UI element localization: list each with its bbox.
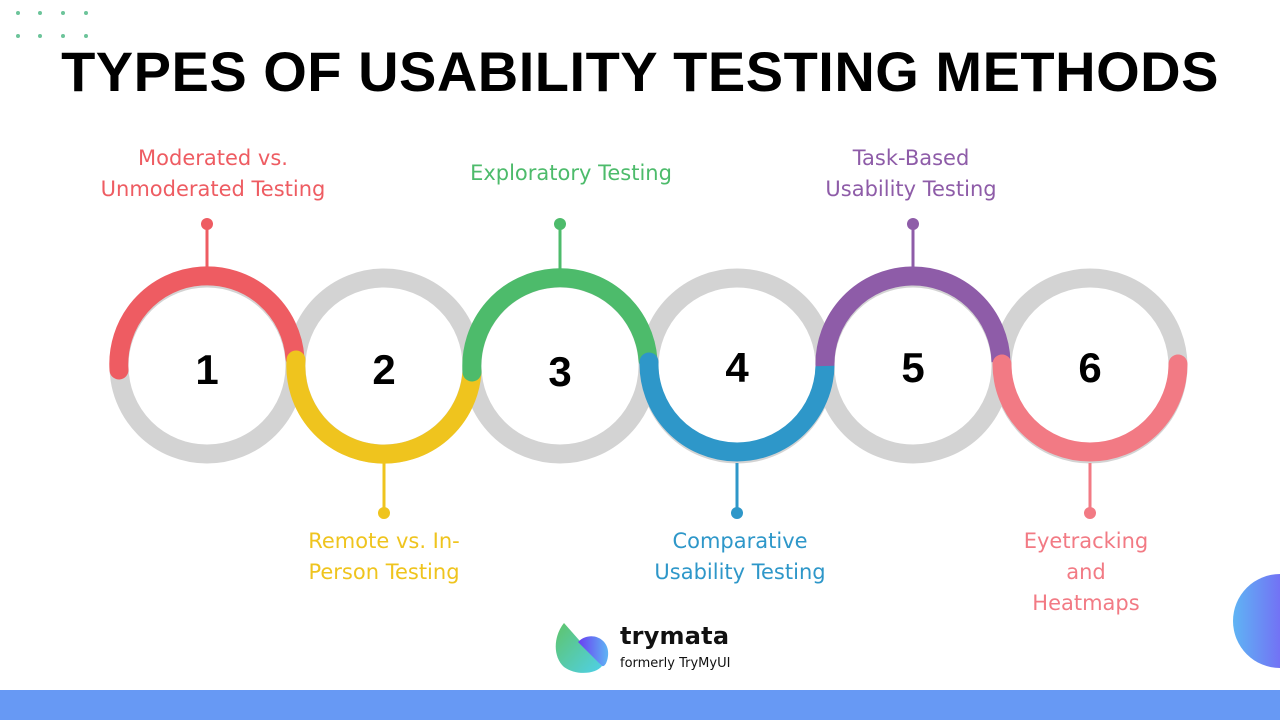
step-label-2: Remote vs. In- Person Testing [308,529,460,584]
step-number-6: 6 [1078,344,1101,391]
logo-subtitle: formerly TryMyUI [620,656,731,671]
trymata-logo: trymata formerly TryMyUI [550,620,750,680]
step-number-4: 4 [725,344,749,391]
page-title: TYPES OF USABILITY TESTING METHODS [61,40,1219,103]
step-label-3: Exploratory Testing [470,161,672,185]
step-number-2: 2 [372,346,395,393]
logo-name: trymata [620,622,730,650]
step-label-4: Comparative Usability Testing [654,529,826,584]
arc-2 [286,350,482,464]
arc-3 [462,268,658,382]
arc-6 [992,354,1188,462]
step-number-5: 5 [901,344,924,391]
step-label-1: Moderated vs. Unmoderated Testing [100,146,326,201]
arc-4 [639,352,835,462]
step-label-6: Eyetracking and Heatmaps [1023,529,1149,615]
step-label-5: Task-Based Usability Testing [825,146,997,201]
trymata-logo-icon [555,623,609,673]
arc-1 [109,266,305,380]
step-number-1: 1 [195,346,218,393]
arc-5 [815,266,1011,367]
step-number-3: 3 [548,348,571,395]
bottom-bar [0,690,1280,720]
